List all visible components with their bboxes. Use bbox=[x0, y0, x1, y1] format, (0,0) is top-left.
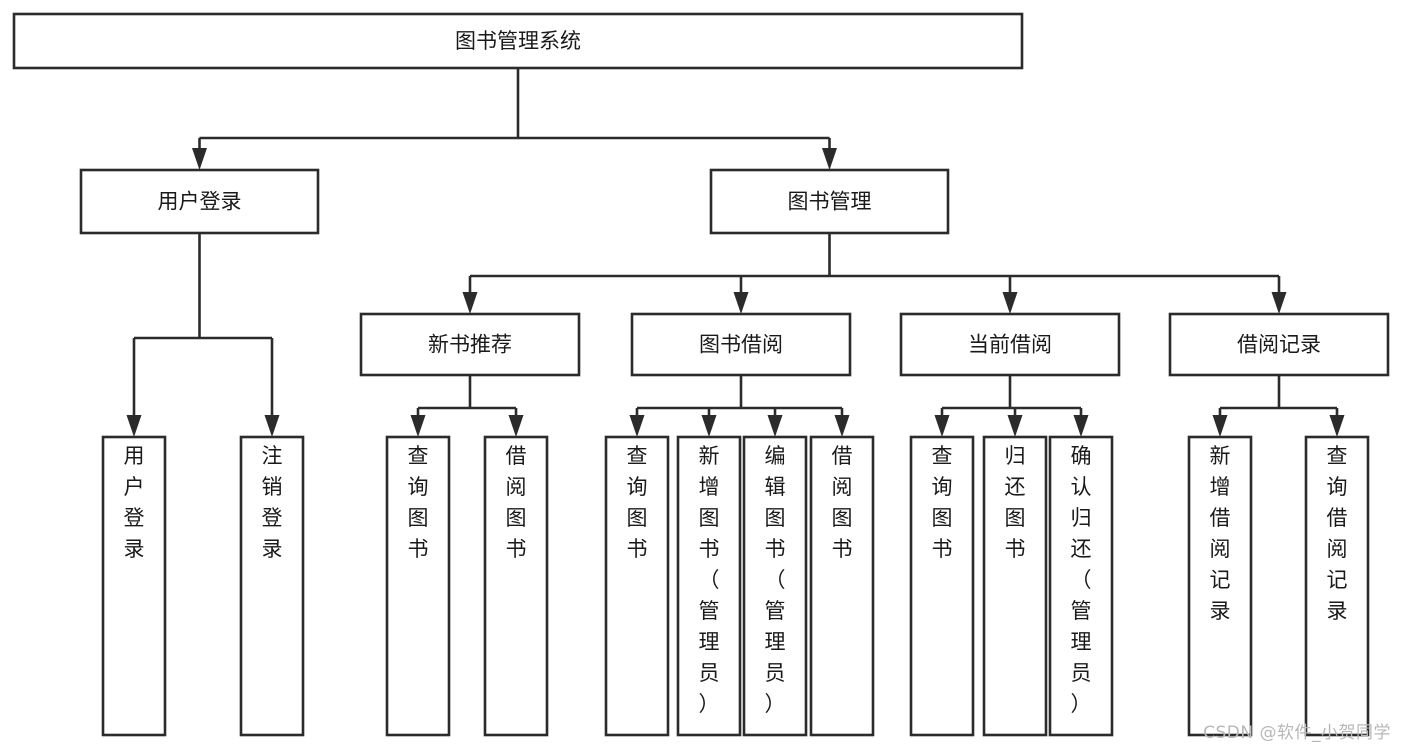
node-box[interactable] bbox=[359, 312, 581, 377]
node-box[interactable] bbox=[982, 435, 1048, 737]
connector-group-records bbox=[1212, 375, 1345, 437]
node-label: 编辑图书（管理员） bbox=[765, 444, 786, 716]
node-leaf-bw-edit[interactable]: 编辑图书（管理员） bbox=[742, 435, 808, 737]
arrow-head-icon bbox=[701, 415, 717, 437]
connector-group-borrow bbox=[629, 375, 850, 437]
node-leaf-rc-add[interactable]: 新增借阅记录 bbox=[1187, 435, 1253, 737]
arrow-head-icon bbox=[629, 415, 645, 437]
arrow-head-icon bbox=[462, 292, 478, 314]
arrow-head-icon bbox=[192, 148, 207, 170]
arrow-head-icon bbox=[733, 292, 749, 314]
connector-layer bbox=[126, 68, 1345, 437]
node-current[interactable]: 当前借阅 bbox=[899, 312, 1121, 377]
watermark-text: CSDN @软件_小贺同学 bbox=[1203, 723, 1391, 743]
arrow-head-icon bbox=[1002, 292, 1018, 314]
arrow-head-icon bbox=[264, 415, 280, 437]
node-label: 借阅图书 bbox=[506, 444, 527, 561]
node-label: 当前借阅 bbox=[968, 333, 1052, 357]
connector-group-newbook bbox=[410, 375, 524, 437]
node-records[interactable]: 借阅记录 bbox=[1168, 312, 1390, 377]
node-root[interactable]: 图书管理系统 bbox=[12, 12, 1024, 70]
node-label: 注销登录 bbox=[262, 444, 283, 561]
arrow-head-icon bbox=[1007, 415, 1023, 437]
node-leaf-cu-confirm[interactable]: 确认归还（管理员） bbox=[1048, 435, 1114, 737]
node-label: 用户登录 bbox=[158, 190, 242, 214]
node-login[interactable]: 用户登录 bbox=[79, 168, 320, 235]
node-label: 查询图书 bbox=[932, 444, 953, 561]
node-box[interactable] bbox=[909, 435, 975, 737]
node-leaf-bw-add[interactable]: 新增图书（管理员） bbox=[676, 435, 742, 737]
node-box[interactable] bbox=[1304, 435, 1370, 737]
node-label: 图书管理系统 bbox=[455, 29, 581, 53]
node-label: 确认归还（管理员） bbox=[1071, 444, 1092, 716]
node-label: 借阅记录 bbox=[1237, 333, 1321, 357]
arrow-head-icon bbox=[834, 415, 850, 437]
node-leaf-nb-query[interactable]: 查询图书 bbox=[385, 435, 451, 737]
node-leaf-cu-return[interactable]: 归还图书 bbox=[982, 435, 1048, 737]
node-leaf-user-logout[interactable]: 注销登录 bbox=[239, 435, 305, 737]
node-label: 查询图书 bbox=[627, 444, 648, 561]
node-label: 图书借阅 bbox=[699, 333, 783, 357]
node-box[interactable] bbox=[101, 435, 167, 737]
node-borrow[interactable]: 图书借阅 bbox=[630, 312, 852, 377]
node-box[interactable] bbox=[676, 435, 742, 737]
arrow-head-icon bbox=[934, 415, 950, 437]
node-box[interactable] bbox=[1187, 435, 1253, 737]
node-leaf-rc-query[interactable]: 查询借阅记录 bbox=[1304, 435, 1370, 737]
node-leaf-cu-query[interactable]: 查询图书 bbox=[909, 435, 975, 737]
node-layer: 图书管理系统用户登录图书管理新书推荐图书借阅当前借阅借阅记录用户登录注销登录查询… bbox=[12, 12, 1390, 737]
connector-group-current bbox=[934, 375, 1089, 437]
node-box[interactable] bbox=[239, 435, 305, 737]
arrow-head-icon bbox=[126, 415, 142, 437]
arrow-head-icon bbox=[822, 148, 837, 170]
node-box[interactable] bbox=[899, 312, 1121, 377]
node-label: 新增图书（管理员） bbox=[699, 444, 720, 716]
node-label: 借阅图书 bbox=[832, 444, 853, 561]
node-label: 归还图书 bbox=[1005, 444, 1026, 561]
node-bookmgmt[interactable]: 图书管理 bbox=[709, 168, 950, 235]
connector-group-bookmgmt bbox=[462, 233, 1287, 314]
node-box[interactable] bbox=[483, 435, 549, 737]
arrow-head-icon bbox=[1329, 415, 1345, 437]
node-label: 查询借阅记录 bbox=[1327, 444, 1348, 623]
node-leaf-nb-borrow[interactable]: 借阅图书 bbox=[483, 435, 549, 737]
node-label: 用户登录 bbox=[124, 444, 145, 561]
arrow-head-icon bbox=[767, 415, 783, 437]
node-box[interactable] bbox=[709, 168, 950, 235]
arrow-head-icon bbox=[1271, 292, 1287, 314]
node-box[interactable] bbox=[809, 435, 875, 737]
node-box[interactable] bbox=[385, 435, 451, 737]
arrow-head-icon bbox=[1212, 415, 1228, 437]
node-box[interactable] bbox=[604, 435, 670, 737]
arrow-head-icon bbox=[508, 415, 524, 437]
arrow-head-icon bbox=[1073, 415, 1089, 437]
connector-group-login bbox=[126, 233, 280, 437]
node-box[interactable] bbox=[12, 12, 1024, 70]
node-newbook[interactable]: 新书推荐 bbox=[359, 312, 581, 377]
arrow-head-icon bbox=[410, 415, 426, 437]
node-box[interactable] bbox=[742, 435, 808, 737]
node-leaf-user-login[interactable]: 用户登录 bbox=[101, 435, 167, 737]
node-label: 新书推荐 bbox=[428, 333, 512, 357]
node-box[interactable] bbox=[1048, 435, 1114, 737]
connector-group-root bbox=[192, 68, 837, 170]
node-label: 图书管理 bbox=[788, 190, 872, 214]
node-leaf-bw-query[interactable]: 查询图书 bbox=[604, 435, 670, 737]
node-box[interactable] bbox=[630, 312, 852, 377]
node-label: 新增借阅记录 bbox=[1210, 444, 1231, 623]
node-leaf-bw-borrow[interactable]: 借阅图书 bbox=[809, 435, 875, 737]
node-label: 查询图书 bbox=[408, 444, 429, 561]
node-box[interactable] bbox=[79, 168, 320, 235]
node-box[interactable] bbox=[1168, 312, 1390, 377]
